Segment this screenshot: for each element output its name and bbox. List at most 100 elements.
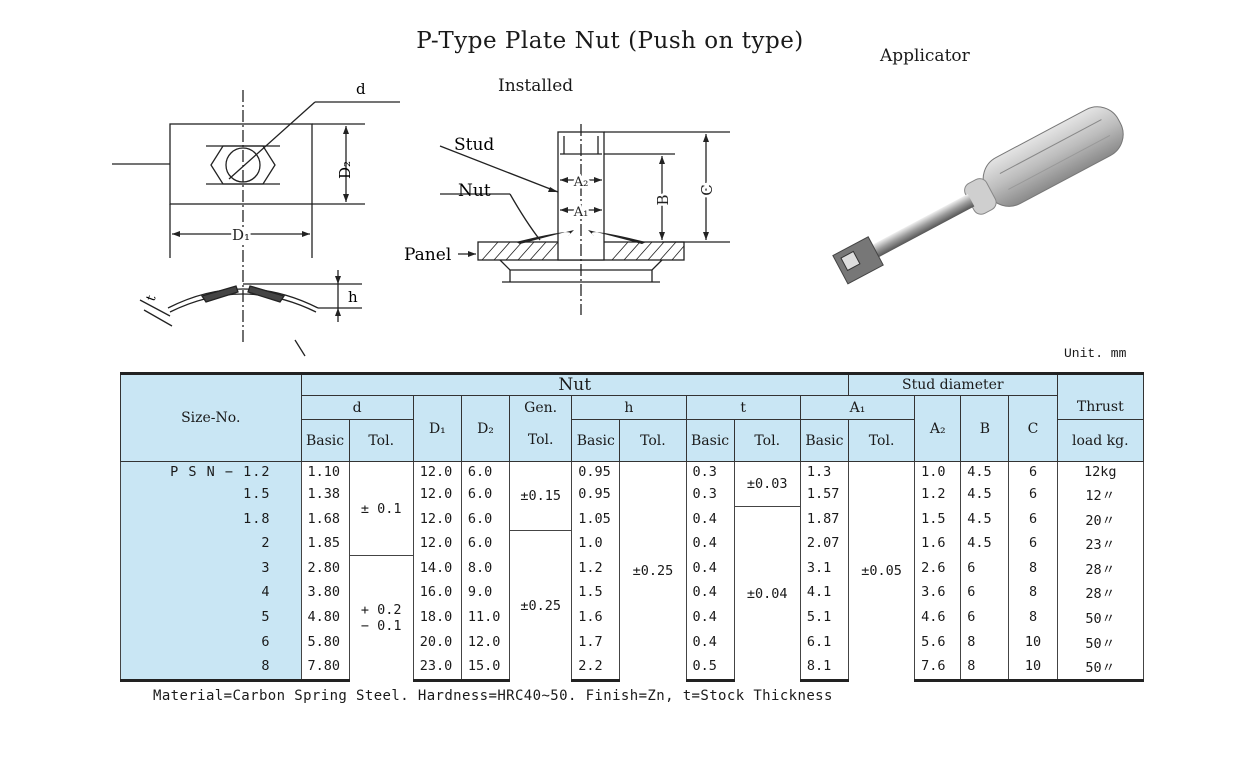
cell-A1: 8.1 bbox=[799, 653, 850, 682]
cell-h: 1.2 bbox=[571, 555, 621, 581]
cell-B: 4.5 bbox=[960, 530, 1010, 556]
header-A2: A₂ bbox=[914, 395, 962, 462]
material-note: Material=Carbon Spring Steel. Hardness=H… bbox=[153, 688, 833, 704]
cell-A1: 1.3 bbox=[799, 461, 850, 482]
cell-D1: 18.0 bbox=[412, 604, 462, 630]
row-size: 3 bbox=[120, 555, 302, 581]
cell-A1: 4.1 bbox=[799, 580, 850, 605]
d-tol-plus: + 0.2 bbox=[360, 602, 402, 619]
cell-A2: 4.6 bbox=[914, 604, 962, 630]
cell-load: 12〃 bbox=[1056, 481, 1145, 507]
cell-t: 0.4 bbox=[685, 580, 735, 605]
label-nut: Nut bbox=[458, 181, 491, 201]
cell-D1: 20.0 bbox=[412, 629, 462, 654]
d-tol-minus: − 0.1 bbox=[360, 618, 402, 635]
cell-h: 1.05 bbox=[571, 506, 621, 531]
cell-d: 5.80 bbox=[300, 629, 350, 654]
header-A1: A₁ bbox=[799, 395, 916, 420]
row-size: 1.8 bbox=[120, 506, 302, 531]
label-D1: D₁ bbox=[232, 226, 250, 244]
cell-C: 6 bbox=[1008, 530, 1058, 556]
cell-D1: 12.0 bbox=[412, 461, 462, 482]
cell-t: 0.5 bbox=[685, 653, 735, 682]
spec-table: Size-No. Nut Stud diameter Thrust d D₁ D… bbox=[120, 372, 1145, 682]
applicator-tool-image bbox=[832, 106, 1124, 285]
cell-A2: 1.0 bbox=[914, 461, 962, 482]
installed-label: Installed bbox=[498, 76, 574, 96]
cell-D1: 23.0 bbox=[412, 653, 462, 682]
top-view-drawing: d D₂ D₁ h t bbox=[112, 80, 400, 357]
cell-A2: 3.6 bbox=[914, 580, 962, 605]
cell-A2: 2.6 bbox=[914, 555, 962, 581]
cell-h: 1.0 bbox=[571, 530, 621, 556]
cell-B: 4.5 bbox=[960, 481, 1010, 507]
cell-C: 10 bbox=[1008, 653, 1058, 682]
header-t-basic: Basic bbox=[685, 419, 735, 462]
cell-B: 4.5 bbox=[960, 506, 1010, 531]
cell-A1: 3.1 bbox=[799, 555, 850, 581]
cell-t: 0.4 bbox=[685, 506, 735, 531]
cell-D2: 11.0 bbox=[460, 604, 511, 630]
label-d: d bbox=[356, 80, 366, 98]
header-gen-tol: Tol. bbox=[509, 419, 573, 462]
row-size: 4 bbox=[120, 580, 302, 605]
cell-B: 6 bbox=[960, 555, 1010, 581]
cell-t-tol-large: ±0.04 bbox=[733, 506, 801, 681]
header-d-tol: Tol. bbox=[348, 419, 414, 462]
label-panel: Panel bbox=[404, 245, 451, 265]
label-C: C bbox=[698, 184, 716, 195]
cell-B: 4.5 bbox=[960, 461, 1010, 482]
cell-B: 8 bbox=[960, 653, 1010, 682]
header-thrust: Thrust bbox=[1056, 372, 1145, 420]
header-C: C bbox=[1008, 395, 1058, 462]
cell-h-tol: ±0.25 bbox=[619, 461, 687, 681]
cell-d: 4.80 bbox=[300, 604, 350, 630]
row-size: 8 bbox=[120, 653, 302, 682]
cell-A2: 1.6 bbox=[914, 530, 962, 556]
header-h-tol: Tol. bbox=[619, 419, 687, 462]
cell-A1: 6.1 bbox=[799, 629, 850, 654]
cell-d: 3.80 bbox=[300, 580, 350, 605]
cell-d: 2.80 bbox=[300, 555, 350, 581]
cell-t: 0.4 bbox=[685, 604, 735, 630]
cell-load: 12kg bbox=[1056, 461, 1145, 482]
cell-load: 50〃 bbox=[1056, 604, 1145, 630]
cell-D1: 14.0 bbox=[412, 555, 462, 581]
cell-gen-tol: ±0.15 bbox=[509, 461, 573, 532]
cell-t: 0.4 bbox=[685, 555, 735, 581]
header-D1: D₁ bbox=[412, 395, 462, 462]
header-t-tol: Tol. bbox=[733, 419, 801, 462]
cell-A1: 1.87 bbox=[799, 506, 850, 531]
cell-C: 8 bbox=[1008, 580, 1058, 605]
header-h: h bbox=[571, 395, 687, 420]
cell-B: 8 bbox=[960, 629, 1010, 654]
cell-d: 1.38 bbox=[300, 481, 350, 507]
label-A2: A₂ bbox=[573, 175, 589, 190]
cell-gen-tol-large: ±0.25 bbox=[509, 530, 573, 681]
cell-D2: 6.0 bbox=[460, 506, 511, 531]
tool-handle bbox=[982, 106, 1124, 207]
cell-h: 1.5 bbox=[571, 580, 621, 605]
cell-A1-tol: ±0.05 bbox=[847, 461, 916, 681]
cell-D2: 6.0 bbox=[460, 481, 511, 507]
cell-h: 0.95 bbox=[571, 481, 621, 507]
cell-C: 6 bbox=[1008, 461, 1058, 482]
applicator-label: Applicator bbox=[880, 46, 970, 66]
cell-B: 6 bbox=[960, 604, 1010, 630]
cell-load: 28〃 bbox=[1056, 555, 1145, 581]
cell-h: 1.7 bbox=[571, 629, 621, 654]
label-A1: A₁ bbox=[573, 205, 589, 220]
cell-load: 23〃 bbox=[1056, 530, 1145, 556]
plate-outline bbox=[169, 123, 313, 205]
cell-C: 8 bbox=[1008, 555, 1058, 581]
cell-t: 0.3 bbox=[685, 481, 735, 507]
cell-d: 1.10 bbox=[300, 461, 350, 482]
row-size: P S N − 1.2 bbox=[120, 461, 302, 482]
header-stud-diameter: Stud diameter bbox=[848, 372, 1058, 396]
cell-h: 0.95 bbox=[571, 461, 621, 482]
cell-h: 2.2 bbox=[571, 653, 621, 682]
cell-d: 1.85 bbox=[300, 530, 350, 556]
header-nut: Nut bbox=[300, 372, 849, 396]
header-B: B bbox=[960, 395, 1010, 462]
header-a1-tol: Tol. bbox=[847, 419, 916, 462]
